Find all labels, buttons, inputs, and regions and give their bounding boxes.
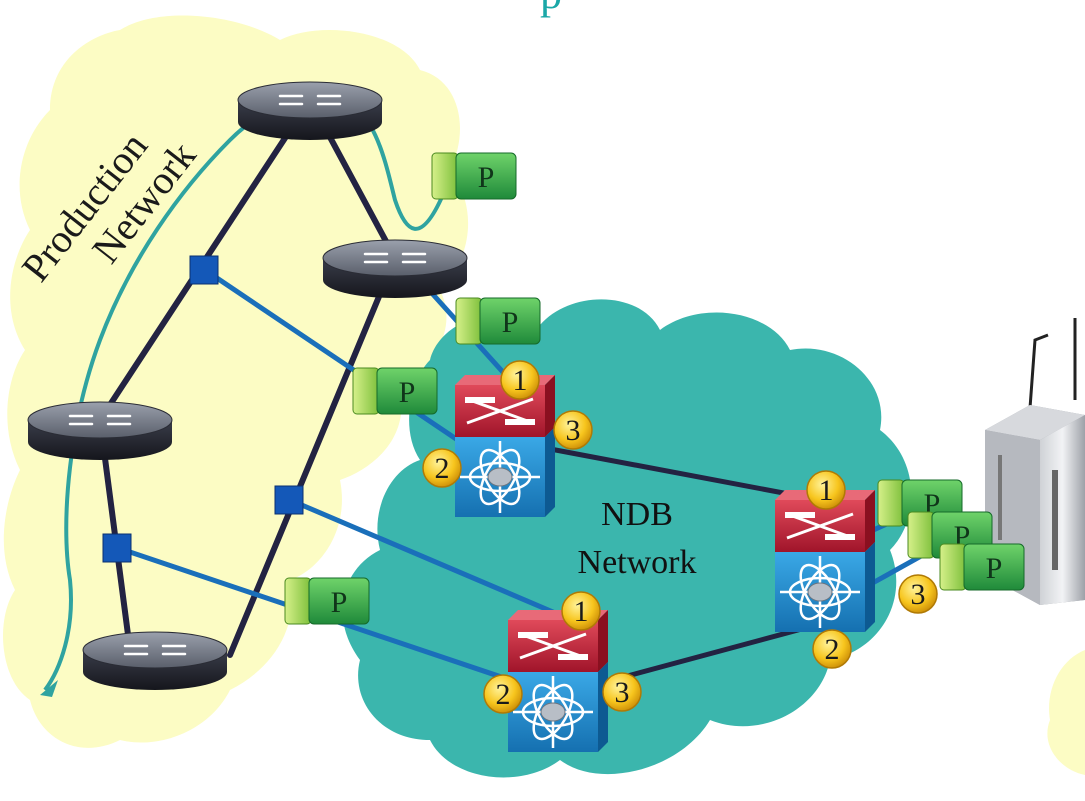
port-badge-icon: 3 <box>602 672 642 712</box>
packet-icon: P <box>431 152 517 200</box>
ndb-network-label-line1: NDB <box>601 496 673 533</box>
flow-path <box>43 95 447 692</box>
tap-node <box>189 255 219 285</box>
port-badge-icon: 2 <box>422 448 462 488</box>
packet-label: P <box>478 161 495 194</box>
port-number: 3 <box>911 578 926 611</box>
router-icon <box>82 631 228 690</box>
port-badge-icon: 1 <box>500 360 540 400</box>
router-icon <box>322 239 468 298</box>
packet-label: P <box>399 376 416 409</box>
port-number: 3 <box>615 676 630 709</box>
nexus-switch-icon <box>455 375 555 517</box>
packet-label: P <box>331 586 348 619</box>
packet-icon: P <box>284 577 370 625</box>
port-number: 2 <box>435 452 450 485</box>
packet-icon: P <box>352 367 438 415</box>
port-badge-icon: 1 <box>561 591 601 631</box>
tap-nodes <box>102 255 304 563</box>
port-number: 2 <box>496 678 511 711</box>
nexus-switch-icon <box>775 490 875 632</box>
router-icon <box>27 401 173 460</box>
port-badge-icon: 3 <box>553 410 593 450</box>
packet-label: P <box>502 306 519 339</box>
port-badge-icon: 2 <box>812 629 852 669</box>
port-badge-icon: 3 <box>898 574 938 614</box>
port-number: 2 <box>825 633 840 666</box>
packet-icon: P <box>455 297 541 345</box>
port-badge-icon: 2 <box>483 674 523 714</box>
flow-arrowhead <box>40 680 58 697</box>
port-number: 1 <box>513 364 528 397</box>
tap-node <box>102 533 132 563</box>
port-number: 1 <box>819 474 834 507</box>
packet-icon: P <box>939 543 1025 591</box>
ndb-network-label-line2: Network <box>578 544 697 581</box>
partial-cloud <box>1047 650 1085 775</box>
title-fragment: p <box>540 0 562 18</box>
port-badge-icon: 1 <box>806 470 846 510</box>
port-badges: 1 3 2 1 3 2 1 3 2 <box>422 360 938 714</box>
routers <box>27 81 468 690</box>
packet-label: P <box>986 552 1003 585</box>
tap-node <box>274 485 304 515</box>
port-number: 3 <box>566 414 581 447</box>
port-number: 1 <box>574 595 589 628</box>
router-icon <box>237 81 383 140</box>
nexus-switch-icon <box>508 610 608 752</box>
